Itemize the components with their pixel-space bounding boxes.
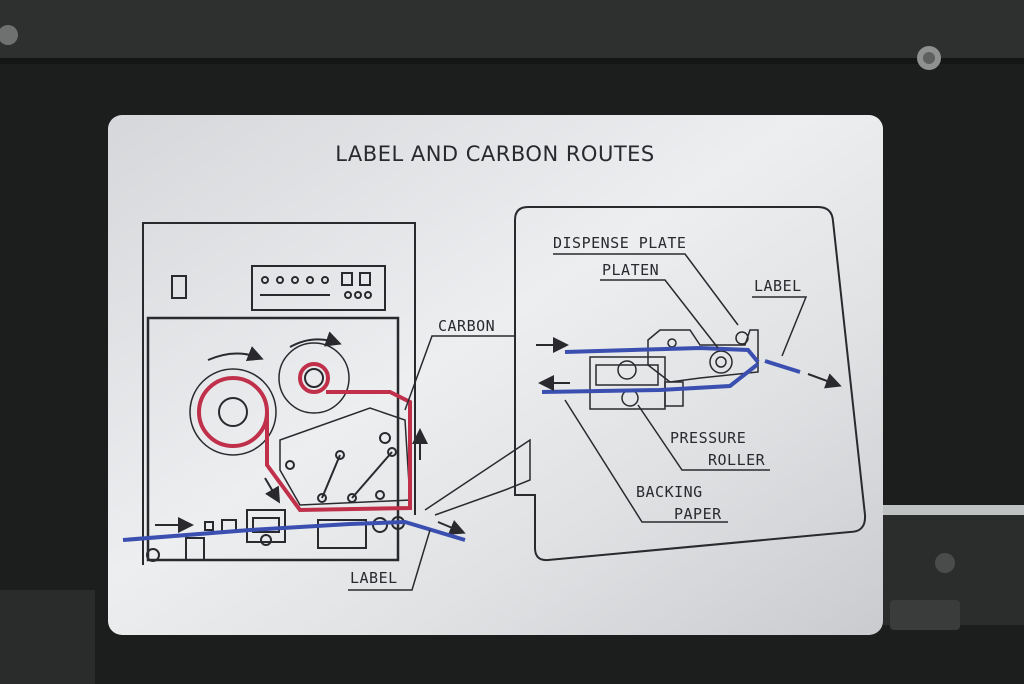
power-switch <box>171 275 187 299</box>
pressure-callout: PRESSURE <box>670 429 747 447</box>
plate-title: LABEL AND CARBON ROUTES <box>335 142 655 166</box>
carbon-callout-leader <box>404 335 515 411</box>
label-callout-left: LABEL <box>350 569 398 587</box>
rotation-arrow-icon <box>289 331 342 348</box>
label-callout-right: LABEL <box>754 277 802 295</box>
roller-callout: ROLLER <box>708 451 766 469</box>
dispense-plate-leader <box>553 253 739 326</box>
paper-callout: PAPER <box>674 505 722 523</box>
label-route-right <box>541 345 801 394</box>
backing-paper-leader <box>564 399 728 523</box>
label-leader-right <box>752 296 808 357</box>
screw-icon <box>935 553 955 573</box>
label-route-left <box>122 519 466 542</box>
control-panel <box>251 265 386 311</box>
dispense-plate-callout: DISPENSE PLATE <box>553 234 687 252</box>
printer-mechanism-diagram <box>142 222 466 565</box>
flow-arrow-icon <box>264 477 281 504</box>
screw-icon <box>917 46 941 70</box>
screw-icon <box>0 25 18 45</box>
platen-leader <box>600 279 719 349</box>
dispense-detail-frame <box>514 206 867 562</box>
pressure-roller-leader <box>637 404 770 471</box>
flow-arrow-icon <box>807 373 842 389</box>
instruction-plate <box>108 115 883 635</box>
dispense-mechanism <box>589 329 759 410</box>
carbon-route <box>197 362 412 513</box>
backing-callout: BACKING <box>636 483 703 501</box>
detail-connector <box>424 438 531 516</box>
label-callout-leader <box>348 529 431 591</box>
platen-callout: PLATEN <box>602 261 660 279</box>
housing-top-rail <box>0 0 1024 60</box>
carbon-callout: CARBON <box>438 317 496 335</box>
rotation-arrow-icon <box>207 346 264 361</box>
flow-arrow-icon <box>437 520 466 535</box>
